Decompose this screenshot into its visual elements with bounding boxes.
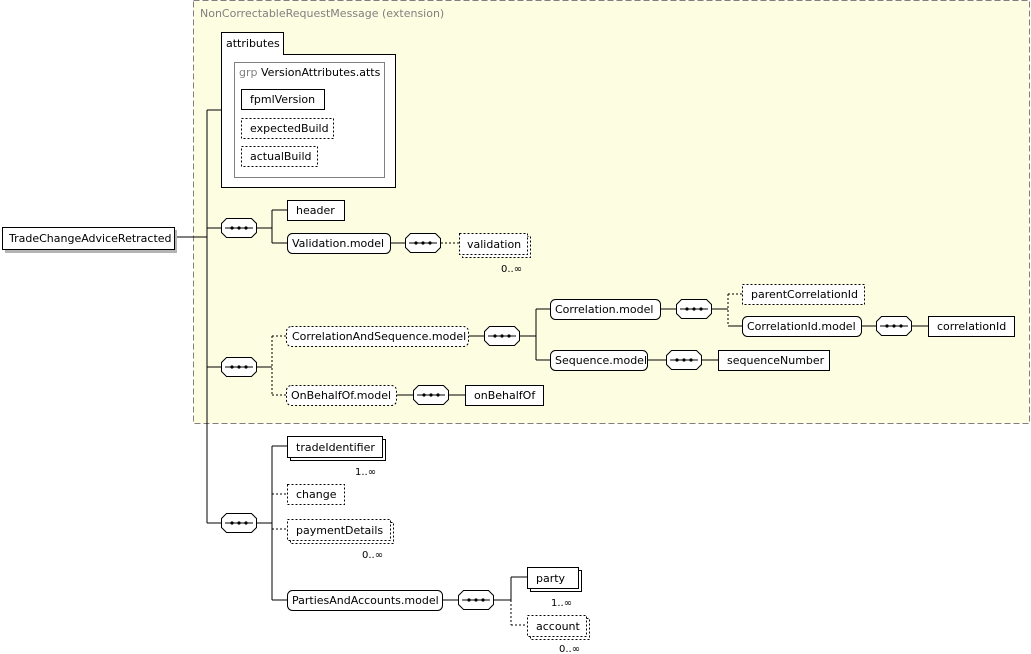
- element-header-label: header: [296, 204, 335, 217]
- element-validation[interactable]: validation: [459, 233, 531, 258]
- sequence-compositor-icon: [413, 385, 449, 405]
- group-correlation-model-label: Correlation.model: [555, 303, 653, 316]
- element-parent-correlation-id-label: parentCorrelationId: [751, 288, 858, 301]
- group-correlation-model[interactable]: Correlation.model: [550, 299, 661, 320]
- sequence-compositor-icon: [484, 326, 520, 346]
- element-party-label: party: [536, 572, 566, 585]
- element-sequence-number-label: sequenceNumber: [727, 354, 825, 367]
- element-header[interactable]: header: [287, 200, 345, 221]
- element-on-behalf-of-label: onBehalfOf: [474, 389, 536, 402]
- element-payment-details[interactable]: paymentDetails: [287, 519, 394, 544]
- element-trade-identifier-label: tradeIdentifier: [296, 441, 375, 454]
- group-sequence-model-label: Sequence.model: [555, 354, 647, 367]
- element-sequence-number[interactable]: sequenceNumber: [718, 350, 830, 371]
- group-parties-and-accounts-model[interactable]: PartiesAndAccounts.model: [287, 590, 443, 611]
- element-account-label: account: [536, 620, 581, 633]
- attr-expectedbuild: expectedBuild: [250, 122, 329, 135]
- group-name: VersionAttributes.atts: [261, 66, 381, 79]
- element-change[interactable]: change: [287, 484, 345, 505]
- sequence-compositor-icon: [221, 357, 257, 377]
- payment-details-cardinality: 0..∞: [362, 550, 383, 561]
- group-validation-model-label: Validation.model: [292, 237, 384, 250]
- element-correlation-id-label: correlationId: [937, 320, 1006, 333]
- group-validation-model[interactable]: Validation.model: [287, 233, 391, 254]
- element-change-label: change: [296, 488, 337, 501]
- attr-expectedbuild-box: [241, 118, 334, 139]
- root-element-label: TradeChangeAdviceRetracted: [8, 232, 172, 245]
- attributes-tab-label: attributes: [226, 37, 280, 50]
- group-sequence-model[interactable]: Sequence.model: [550, 350, 648, 371]
- group-correlation-id-model[interactable]: CorrelationId.model: [742, 316, 862, 337]
- element-validation-label: validation: [467, 238, 521, 251]
- sequence-compositor-icon: [221, 218, 257, 238]
- group-prefix: grp: [239, 66, 258, 79]
- element-account[interactable]: account: [527, 615, 590, 640]
- group-correlation-and-sequence-model-label: CorrelationAndSequence.model: [292, 330, 466, 343]
- connectors: [175, 109, 928, 626]
- group-parties-and-accounts-model-label: PartiesAndAccounts.model: [292, 594, 439, 607]
- account-cardinality: 0..∞: [559, 644, 580, 654]
- element-parent-correlation-id[interactable]: parentCorrelationId: [742, 284, 865, 305]
- party-cardinality: 1..∞: [551, 598, 572, 609]
- sequence-compositor-icon: [221, 513, 257, 533]
- group-correlation-and-sequence-model[interactable]: CorrelationAndSequence.model: [286, 326, 469, 347]
- sequence-compositors: [221, 218, 912, 610]
- root-element[interactable]: TradeChangeAdviceRetracted: [2, 227, 178, 254]
- extension-label: NonCorrectableRequestMessage (extension): [200, 7, 444, 20]
- validation-cardinality: 0..∞: [501, 264, 522, 275]
- sequence-compositor-icon: [666, 350, 702, 370]
- group-correlation-id-model-label: CorrelationId.model: [747, 320, 856, 333]
- element-payment-details-label: paymentDetails: [296, 524, 383, 537]
- attr-actualbuild-box: [241, 146, 318, 167]
- element-party[interactable]: party: [527, 567, 582, 592]
- trade-identifier-cardinality: 1..∞: [355, 467, 376, 478]
- element-trade-identifier[interactable]: tradeIdentifier: [287, 436, 386, 461]
- sequence-compositor-icon: [676, 299, 712, 319]
- sequence-compositor-icon: [876, 316, 912, 336]
- element-correlation-id[interactable]: correlationId: [928, 316, 1015, 337]
- attr-fpmlversion: fpmlVersion: [250, 93, 315, 106]
- element-on-behalf-of[interactable]: onBehalfOf: [465, 385, 544, 406]
- group-on-behalf-of-model[interactable]: OnBehalfOf.model: [286, 385, 397, 406]
- sequence-compositor-icon: [405, 233, 441, 253]
- attributes-panel: attributes grp VersionAttributes.atts fp…: [221, 32, 396, 188]
- attr-fpmlversion-box: [241, 89, 325, 110]
- sequence-compositor-icon: [458, 590, 494, 610]
- attr-actualbuild: actualBuild: [250, 150, 311, 163]
- group-on-behalf-of-model-label: OnBehalfOf.model: [291, 389, 391, 402]
